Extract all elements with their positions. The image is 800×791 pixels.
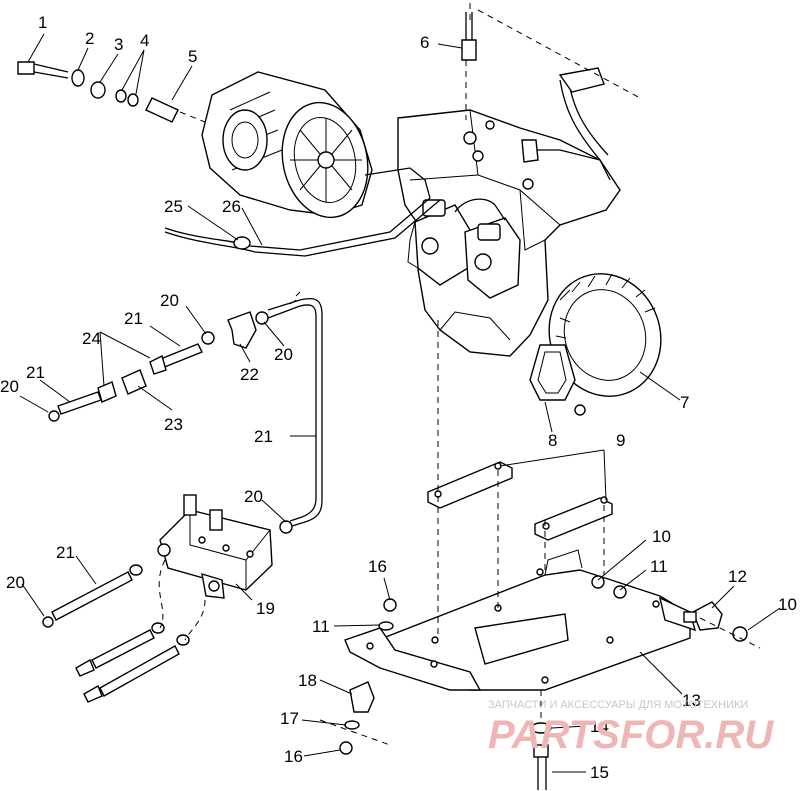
callout-20c: 20 [0,377,19,396]
callout-16a: 16 [368,557,387,576]
callout-21c: 21 [254,427,273,446]
callout-21d: 21 [56,543,75,562]
callout-3: 3 [114,35,123,54]
callout-18: 18 [298,671,317,690]
callout-20a: 20 [160,291,179,310]
watermark-brand: PARTSFOR.RU [488,713,774,757]
callout-15: 15 [590,763,609,782]
callout-10a: 10 [652,527,671,546]
skid-plate-assembly [319,0,761,790]
callout-23: 23 [164,415,183,434]
callout-24: 24 [82,329,101,348]
carburetor-assembly [407,198,521,299]
callout-7: 7 [680,393,689,412]
callout-22: 22 [240,365,259,384]
callout-8: 8 [548,431,557,450]
leader-lines [19,33,781,773]
callout-20d: 20 [244,487,263,506]
callout-16b: 16 [284,747,303,766]
callout-21b: 21 [26,363,45,382]
callout-1: 1 [38,13,47,32]
callout-13: 13 [682,691,701,710]
partsfor-watermark: ЗАПЧАСТИ И АКСЕССУАРЫ ДЛЯ МОТОТЕХНИКИ PA… [488,699,774,757]
recoil-starter [529,273,662,416]
callout-5: 5 [188,47,197,66]
spark-plug [461,12,477,61]
callout-19: 19 [256,599,275,618]
watermark-tagline: ЗАПЧАСТИ И АКСЕССУАРЫ ДЛЯ МОТОТЕХНИКИ [488,699,748,711]
callout-6: 6 [420,33,429,52]
callout-20b: 20 [274,345,293,364]
callout-12: 12 [728,567,747,586]
callout-numbers: 1 2 3 4 5 6 7 8 9 10 11 12 10 13 14 15 1… [0,13,797,782]
callout-25: 25 [164,197,183,216]
callout-4: 4 [140,31,149,50]
callout-14: 14 [590,717,609,736]
callout-17: 17 [280,709,299,728]
fuel-line-parts [17,61,323,703]
callout-20e: 20 [6,573,25,592]
callout-11a: 11 [650,557,668,576]
callout-2: 2 [85,29,94,48]
drive-clutch [201,71,373,219]
callout-21a: 21 [124,309,143,328]
callout-11b: 11 [312,617,330,636]
callout-9: 9 [616,431,625,450]
callout-26: 26 [222,197,241,216]
callout-10b: 10 [778,595,797,614]
